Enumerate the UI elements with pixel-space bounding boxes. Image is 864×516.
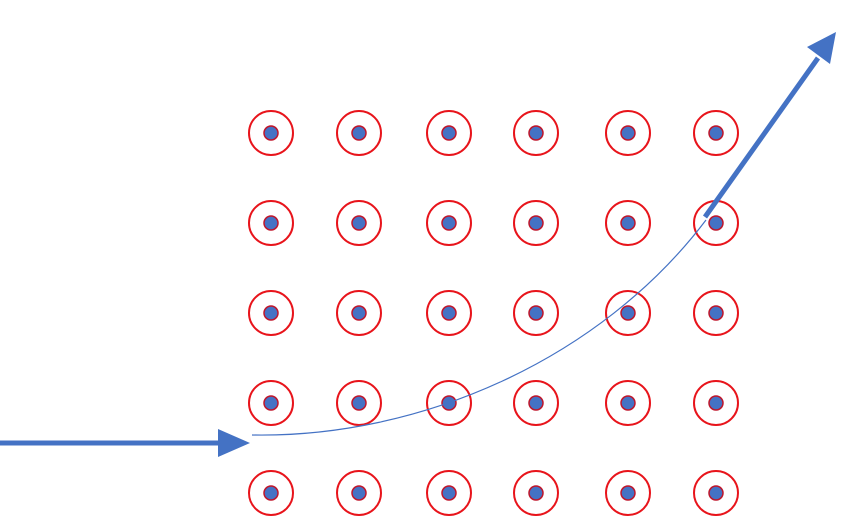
field-dot <box>441 485 457 501</box>
field-dot <box>351 485 367 501</box>
field-dot <box>351 125 367 141</box>
outgoing-arrow <box>702 32 836 219</box>
field-dot <box>263 305 279 321</box>
field-ring <box>605 110 651 156</box>
outgoing-arrow-head <box>807 32 836 64</box>
field-dot <box>528 215 544 231</box>
field-out-of-page-symbol <box>248 200 294 246</box>
field-out-of-page-symbol <box>605 110 651 156</box>
field-dot <box>263 125 279 141</box>
field-out-of-page-symbol <box>693 470 739 516</box>
field-dot <box>263 215 279 231</box>
field-out-of-page-symbol <box>336 380 382 426</box>
field-out-of-page-symbol <box>605 290 651 336</box>
field-out-of-page-symbol <box>605 470 651 516</box>
field-ring <box>513 470 559 516</box>
field-ring <box>605 290 651 336</box>
field-dot <box>708 125 724 141</box>
field-ring <box>426 380 472 426</box>
field-ring <box>426 200 472 246</box>
field-ring <box>248 200 294 246</box>
field-dot <box>620 395 636 411</box>
field-out-of-page-symbol <box>426 110 472 156</box>
field-dot <box>441 215 457 231</box>
field-out-of-page-symbol <box>426 470 472 516</box>
field-ring <box>248 290 294 336</box>
field-out-of-page-symbol <box>693 200 739 246</box>
field-out-of-page-symbol <box>336 200 382 246</box>
field-ring <box>248 380 294 426</box>
field-ring <box>605 200 651 246</box>
field-out-of-page-symbol <box>693 380 739 426</box>
field-ring <box>426 470 472 516</box>
field-out-of-page-symbol <box>693 290 739 336</box>
field-out-of-page-symbol <box>336 110 382 156</box>
field-out-of-page-symbol <box>426 290 472 336</box>
field-ring <box>513 380 559 426</box>
field-dot <box>620 485 636 501</box>
field-dot <box>263 485 279 501</box>
field-out-of-page-symbol <box>248 470 294 516</box>
field-ring <box>248 470 294 516</box>
field-out-of-page-symbol <box>513 200 559 246</box>
field-dot <box>441 125 457 141</box>
field-out-of-page-symbol <box>248 290 294 336</box>
field-ring <box>513 110 559 156</box>
field-ring <box>336 470 382 516</box>
field-ring <box>693 110 739 156</box>
field-dot <box>528 395 544 411</box>
field-out-of-page-symbol <box>336 470 382 516</box>
field-ring <box>248 110 294 156</box>
field-out-of-page-symbol <box>513 290 559 336</box>
field-out-of-page-symbol <box>248 380 294 426</box>
curved-trajectory <box>251 219 707 436</box>
incoming-arrow-head <box>218 429 250 457</box>
field-dot <box>263 395 279 411</box>
field-dot <box>708 215 724 231</box>
field-ring <box>336 290 382 336</box>
field-out-of-page-symbol <box>605 380 651 426</box>
field-dot <box>441 305 457 321</box>
field-ring <box>605 380 651 426</box>
field-symbol-grid <box>248 110 739 516</box>
field-dot <box>528 125 544 141</box>
field-ring <box>426 110 472 156</box>
incoming-arrow <box>0 429 250 457</box>
field-out-of-page-symbol <box>248 110 294 156</box>
field-ring <box>513 290 559 336</box>
field-ring <box>605 470 651 516</box>
field-out-of-page-symbol <box>513 380 559 426</box>
field-dot <box>708 485 724 501</box>
field-ring <box>693 470 739 516</box>
field-dot <box>620 305 636 321</box>
outgoing-arrow-shaft <box>702 56 821 219</box>
field-out-of-page-symbol <box>513 470 559 516</box>
field-out-of-page-symbol <box>336 290 382 336</box>
field-dot <box>351 305 367 321</box>
field-ring <box>336 380 382 426</box>
field-dot <box>620 215 636 231</box>
field-out-of-page-symbol <box>426 200 472 246</box>
field-ring <box>426 290 472 336</box>
field-out-of-page-symbol <box>693 110 739 156</box>
field-dot <box>528 485 544 501</box>
field-ring <box>693 290 739 336</box>
field-ring <box>513 200 559 246</box>
field-ring <box>693 380 739 426</box>
field-out-of-page-symbol <box>605 200 651 246</box>
field-dot <box>528 305 544 321</box>
field-ring <box>336 110 382 156</box>
field-dot <box>351 395 367 411</box>
field-ring <box>336 200 382 246</box>
field-dot <box>620 125 636 141</box>
field-dot <box>708 305 724 321</box>
field-dot <box>708 395 724 411</box>
field-dot <box>351 215 367 231</box>
field-out-of-page-symbol <box>513 110 559 156</box>
